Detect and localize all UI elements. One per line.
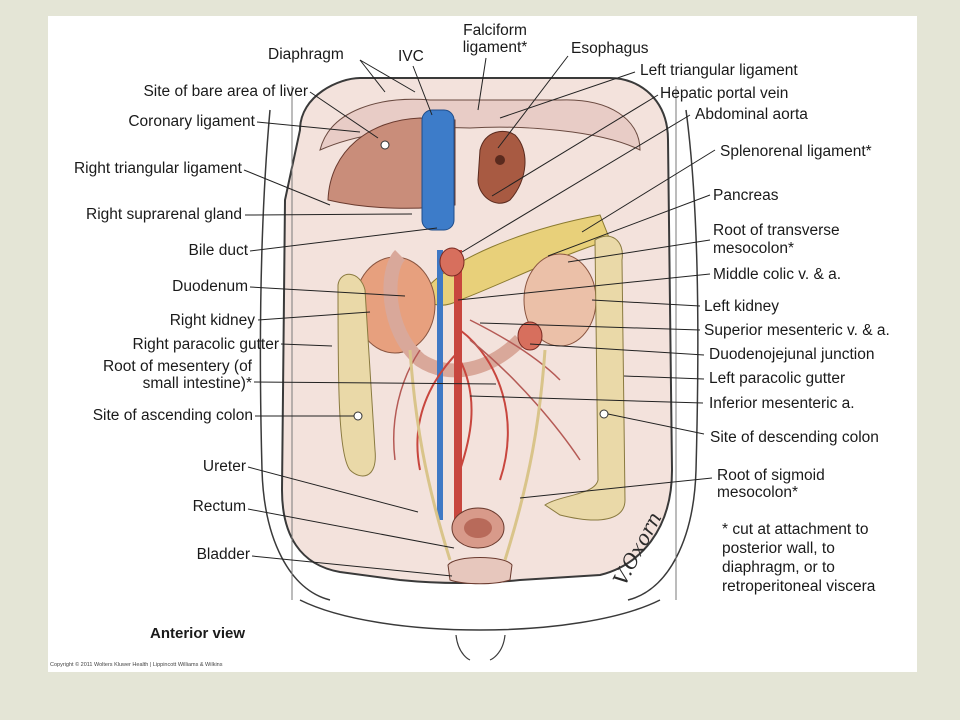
label-ivc: IVC — [398, 48, 424, 65]
label-falciform-1: Falciform — [463, 22, 527, 39]
label-coronary: Coronary ligament — [128, 113, 255, 130]
footnote-line-4: retroperitoneal viscera — [722, 578, 876, 595]
label-root-mesentery-2: small intestine)* — [142, 375, 252, 392]
label-hepatic-portal: Hepatic portal vein — [660, 85, 789, 102]
label-rectum: Rectum — [192, 498, 246, 515]
label-left-triangular: Left triangular ligament — [640, 62, 798, 79]
bladder-organ — [447, 557, 513, 585]
view-label: Anterior view — [150, 625, 246, 642]
label-inferior-mesenteric: Inferior mesenteric a. — [709, 395, 855, 412]
label-right-paracolic: Right paracolic gutter — [132, 336, 279, 353]
label-root-sigmoid-2: mesocolon* — [717, 484, 798, 501]
label-root-mesentery-1: Root of mesentery (of — [102, 358, 252, 375]
footnote-line-1: * cut at attachment to — [722, 521, 869, 538]
label-bile-duct: Bile duct — [188, 242, 248, 259]
label-right-suprarenal: Right suprarenal gland — [86, 206, 242, 223]
label-duodenum: Duodenum — [172, 278, 248, 295]
label-superior-mesenteric: Superior mesenteric v. & a. — [704, 322, 890, 339]
label-root-transverse-2: mesocolon* — [713, 240, 794, 257]
footnote: * cut at attachment to posterior wall, t… — [722, 520, 875, 596]
footnote-line-3: diaphragm, or to — [722, 559, 835, 576]
descending-colon-site — [544, 235, 626, 521]
label-abdominal-aorta: Abdominal aorta — [695, 106, 808, 123]
copyright-text: Copyright © 2011 Wolters Kluwer Health |… — [50, 662, 223, 668]
label-root-sigmoid-1: Root of sigmoid — [717, 467, 825, 484]
label-bladder: Bladder — [196, 546, 250, 563]
pancreas-organ — [424, 214, 611, 306]
label-middle-colic: Middle colic v. & a. — [713, 266, 842, 283]
label-esophagus: Esophagus — [571, 40, 649, 57]
label-site-bare-liver: Site of bare area of liver — [143, 83, 308, 100]
label-right-triangular: Right triangular ligament — [73, 160, 242, 177]
label-root-transverse-1: Root of transverse — [713, 222, 840, 239]
label-site-descending: Site of descending colon — [710, 429, 879, 446]
label-falciform-2: ligament* — [462, 39, 528, 56]
label-right-kidney: Right kidney — [169, 312, 255, 329]
label-splenorenal: Splenorenal ligament* — [720, 143, 872, 160]
ascending-colon-site — [337, 273, 376, 477]
label-duodenojejunal: Duodenojejunal junction — [709, 346, 875, 363]
label-diaphragm: Diaphragm — [268, 46, 344, 63]
label-left-paracolic: Left paracolic gutter — [709, 370, 846, 387]
label-left-kidney: Left kidney — [704, 298, 779, 315]
label-pancreas: Pancreas — [713, 187, 779, 204]
label-ureter: Ureter — [202, 458, 246, 475]
esophagus-cut — [477, 130, 526, 204]
label-site-ascending: Site of ascending colon — [92, 407, 253, 424]
footnote-line-2: posterior wall, to — [722, 540, 835, 557]
ivc-vessel — [421, 109, 455, 231]
